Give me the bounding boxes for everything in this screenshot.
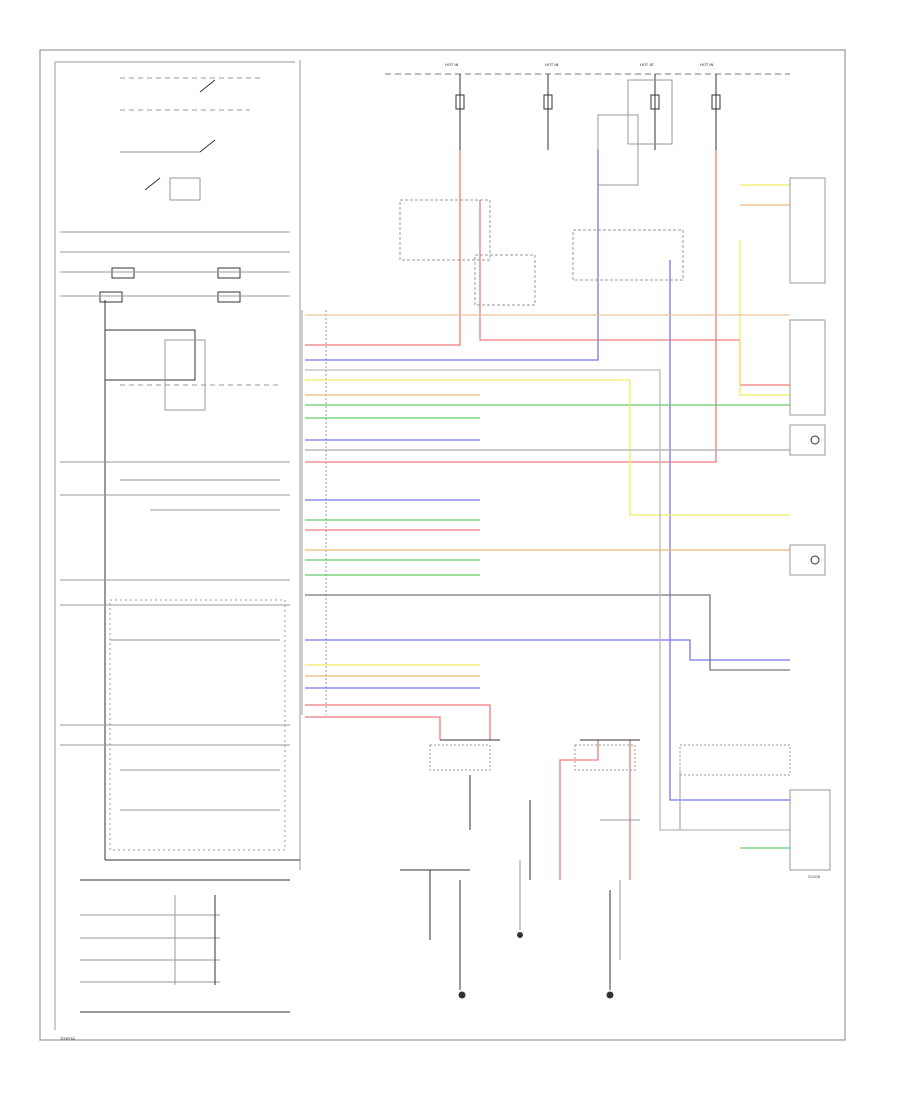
cluster-left-block	[54, 60, 301, 1030]
hot-label-4: HOT IN	[700, 62, 713, 67]
footer-code: TOYOTA	[59, 1036, 75, 1041]
hot-label-2: HOT IN	[545, 62, 558, 67]
lower-components	[400, 739, 640, 999]
hot-label-3: HOT AT	[640, 62, 655, 67]
right-components	[679, 177, 831, 871]
connector-pin-column	[301, 310, 327, 715]
power-feed-row: HOT IN HOT IN HOT AT HOT IN	[385, 62, 790, 306]
diagram-frame	[39, 49, 846, 1041]
hot-label-1: HOT IN	[445, 62, 458, 67]
corner-code: G1008	[808, 875, 821, 879]
wire-set	[305, 150, 790, 880]
